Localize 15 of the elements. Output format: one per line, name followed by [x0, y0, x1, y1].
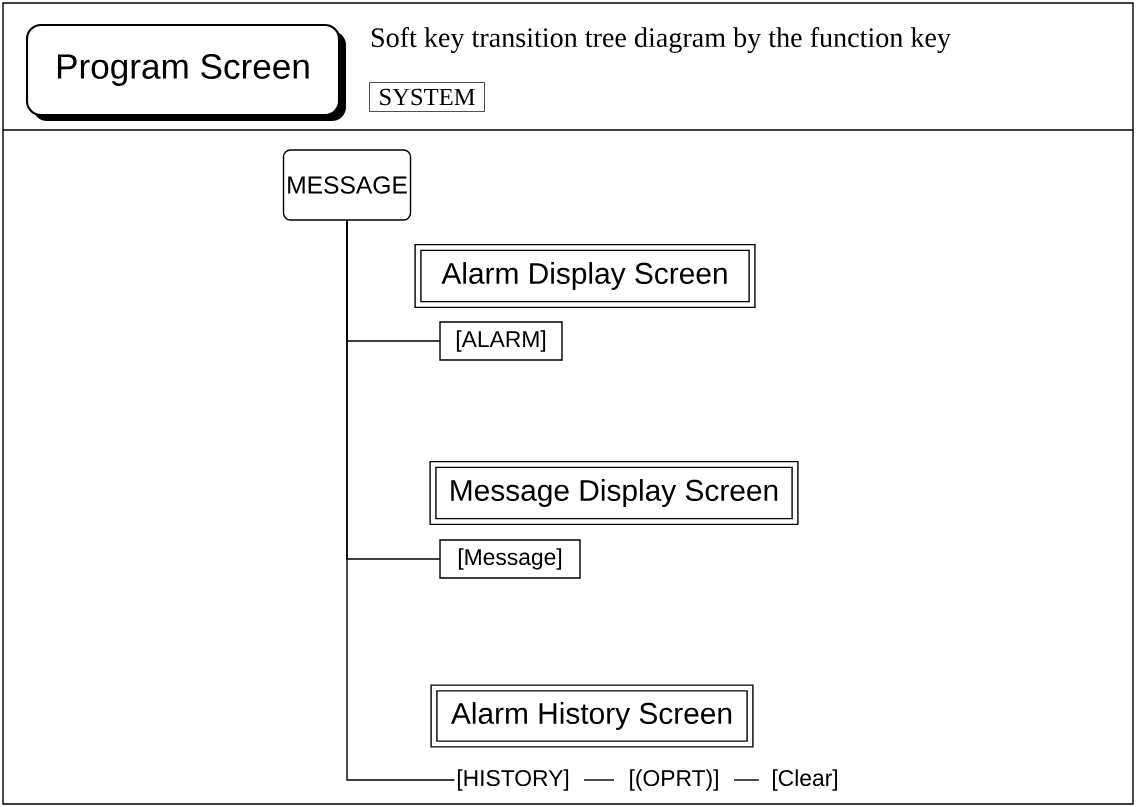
connector-line: [583, 779, 615, 781]
soft-key-label: [Clear]: [773, 769, 837, 791]
soft-key-label: [HISTORY]: [457, 769, 569, 791]
soft-key-label: [(OPRT)]: [630, 769, 718, 791]
key-box: MESSAGE: [282, 149, 412, 221]
description-text: Soft key transition tree diagram by the function key: [371, 27, 951, 53]
screen-box: Alarm Display Screen: [414, 243, 756, 309]
key-box: SYSTEM: [369, 82, 485, 112]
screen-box: Message Display Screen: [429, 460, 799, 526]
connector-line: [346, 219, 456, 781]
soft-key-box: [ALARM]: [439, 321, 563, 361]
screen-box: Alarm History Screen: [430, 684, 754, 748]
soft-key-box: [Message]: [439, 539, 581, 579]
title-box: Program Screen: [25, 23, 341, 117]
connector-line: [733, 779, 760, 781]
